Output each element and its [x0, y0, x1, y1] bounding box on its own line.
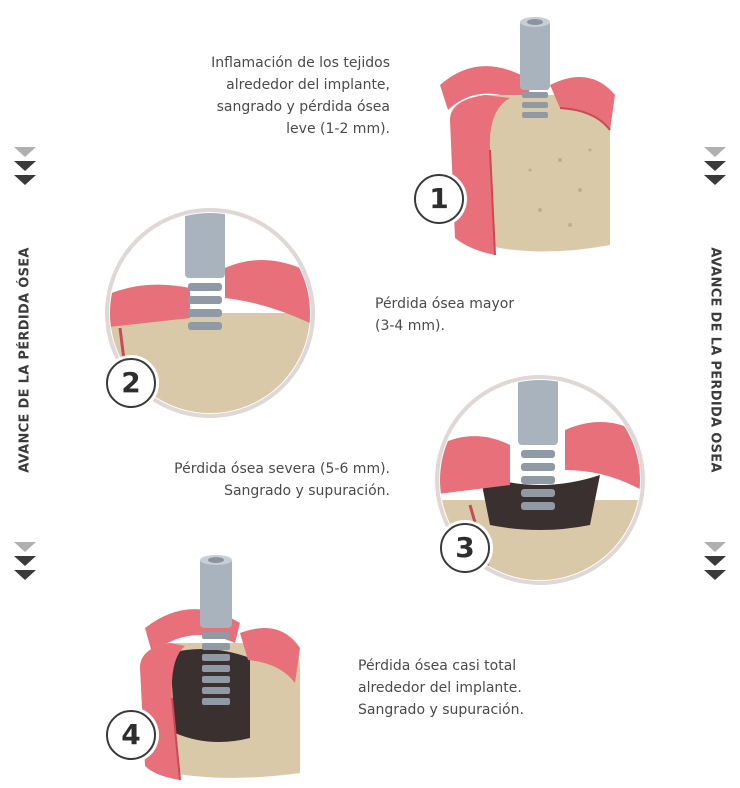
left-progress-indicator: AVANCE DE LA PÉRDIDA ÓSEA: [0, 0, 50, 784]
caption-line: sangrado y pérdida ósea: [216, 99, 390, 115]
stage-2-illustration: 2: [100, 208, 320, 418]
caption-line: alrededor del implante.: [358, 680, 522, 696]
stage-4-number-badge: 4: [106, 710, 156, 760]
caption-line: Sangrado y supuración.: [358, 702, 524, 718]
progress-label: AVANCE DE LA PÉRDIDA ÓSEA: [17, 247, 33, 473]
stage-4-illustration: 4: [100, 548, 320, 784]
down-arrows-icon: [12, 540, 38, 582]
down-arrows-icon: [12, 145, 38, 187]
caption-line: alrededor del implante,: [226, 77, 390, 93]
stage-2-number-badge: 2: [106, 358, 156, 408]
down-arrows-icon: [702, 540, 728, 582]
stage-3-caption: Pérdida ósea severa (5-6 mm). Sangrado y…: [100, 458, 390, 502]
caption-line: Pérdida ósea severa (5-6 mm).: [174, 461, 390, 477]
caption-line: Inflamación de los tejidos: [211, 55, 390, 71]
stage-2-caption: Pérdida ósea mayor (3-4 mm).: [375, 293, 595, 337]
stage-4-caption: Pérdida ósea casi total alrededor del im…: [358, 655, 618, 721]
right-progress-indicator: AVANCE DE LA PERDIDA OSEA: [690, 0, 740, 784]
caption-line: Sangrado y supuración.: [224, 483, 390, 499]
stage-1-caption: Inflamación de los tejidos alrededor del…: [150, 52, 390, 140]
caption-line: Pérdida ósea mayor: [375, 296, 515, 312]
caption-line: (3-4 mm).: [375, 318, 445, 334]
down-arrows-icon: [702, 145, 728, 187]
caption-line: leve (1-2 mm).: [286, 121, 390, 137]
stage-1-number-badge: 1: [414, 174, 464, 224]
caption-line: Pérdida ósea casi total: [358, 658, 517, 674]
stage-3-number-badge: 3: [440, 523, 490, 573]
stage-1-illustration: 1: [410, 10, 640, 260]
stage-3-illustration: 3: [430, 375, 650, 585]
progress-label: AVANCE DE LA PERDIDA OSEA: [707, 247, 723, 473]
